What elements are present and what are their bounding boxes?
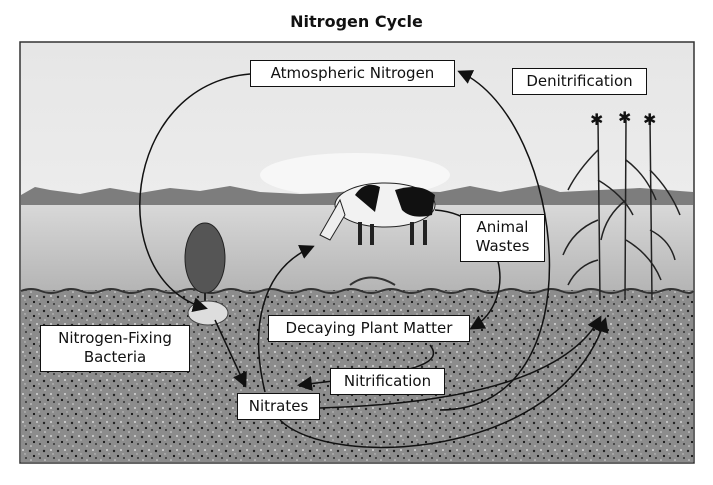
svg-text:✱: ✱: [643, 110, 656, 129]
small-tree: [184, 222, 229, 326]
svg-text:✱: ✱: [618, 108, 631, 127]
arrow-nitrates-corn: [319, 315, 602, 409]
arrow-bacteria-nitrates: [214, 319, 247, 388]
label-atmospheric-nitrogen: Atmospheric Nitrogen: [250, 60, 455, 87]
corn-plants: ✱ ✱ ✱: [562, 108, 681, 301]
label-nitrogen-fixing-bacteria: Nitrogen-Fixing Bacteria: [40, 325, 190, 372]
cow: [319, 182, 436, 245]
label-nitrification: Nitrification: [330, 368, 445, 395]
decaying-plant: [349, 276, 396, 286]
label-denitrification: Denitrification: [512, 68, 647, 95]
arrow-nitrates-corn-deep: [279, 317, 609, 449]
label-nitrates: Nitrates: [237, 393, 320, 420]
grass-line: [20, 288, 694, 294]
arrow-denitrification: [439, 70, 551, 411]
diagram-title: Nitrogen Cycle: [290, 12, 423, 31]
svg-text:✱: ✱: [590, 110, 603, 129]
arrow-fixation: [139, 73, 251, 312]
label-animal-wastes: Animal Wastes: [460, 214, 545, 262]
cycle-arrows: [139, 70, 609, 449]
arrow-nitrates-cow: [257, 245, 315, 393]
label-decaying-plant-matter: Decaying Plant Matter: [268, 315, 470, 342]
